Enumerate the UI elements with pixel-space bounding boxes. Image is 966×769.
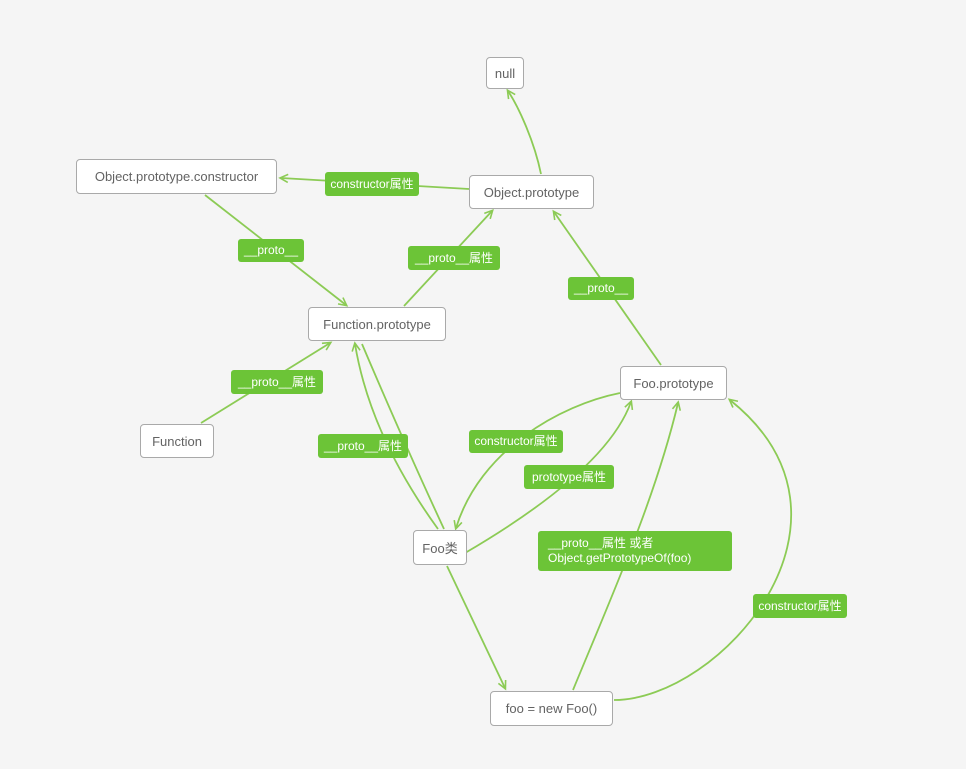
node-object-prototype: Object.prototype	[469, 175, 594, 209]
edge-label-proto-opc: __proto__	[238, 239, 304, 262]
edge-label-constructor-objectprototype: constructor属性	[325, 172, 419, 196]
edge-fooprototype-to-fooclass	[453, 392, 621, 531]
edge-label-proto-or-getprototypeof: __proto__属性 或者 Object.getPrototypeOf(foo…	[538, 531, 732, 571]
edge-label-constructor-fooinstance: constructor属性	[753, 594, 847, 618]
node-foo-instance: foo = new Foo()	[490, 691, 613, 726]
edge-label-proto-functionprototype: __proto__属性	[408, 246, 500, 270]
edge-label-line1: __proto__属性 或者	[548, 536, 654, 550]
edge-label-line2: Object.getPrototypeOf(foo)	[548, 551, 692, 565]
edge-label-proto-function: __proto__属性	[231, 370, 323, 394]
edge-label-proto-fooprototype: __proto__	[568, 277, 634, 300]
edge-fooclass-to-fooinstance	[446, 565, 507, 691]
node-function: Function	[140, 424, 214, 458]
edge-objectprototype-to-null	[506, 88, 542, 175]
edge-label-prototype-fooclass: prototype属性	[524, 465, 614, 489]
edge-label-proto-fooclass: __proto__属性	[318, 434, 408, 458]
node-function-prototype: Function.prototype	[308, 307, 446, 341]
node-null: null	[486, 57, 524, 89]
node-foo-class: Foo类	[413, 530, 467, 565]
node-object-prototype-constructor: Object.prototype.constructor	[76, 159, 277, 194]
edge-label-constructor-fooprototype: constructor属性	[469, 430, 563, 453]
node-foo-prototype: Foo.prototype	[620, 366, 727, 400]
